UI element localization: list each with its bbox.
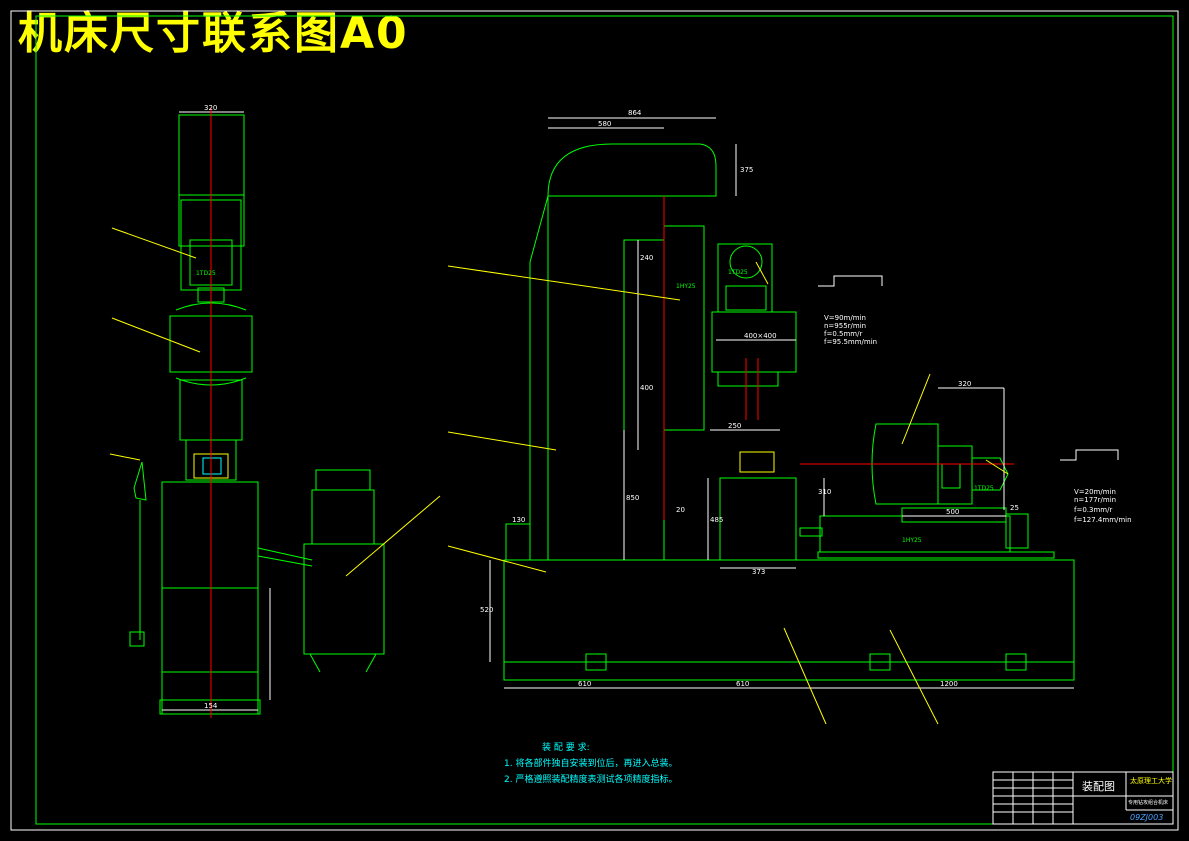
dim-base-1200: 1200 (940, 680, 958, 688)
outer-frame (10, 10, 1179, 831)
dim-base-610a: 610 (578, 680, 591, 688)
side-view (109, 108, 441, 718)
title-block-drawing-name: 装配图 (1082, 780, 1115, 793)
dim-base-520: 520 (480, 606, 493, 614)
title-block-school: 太原理工大学 (1130, 776, 1172, 785)
svg-text:V=90m/min: V=90m/min (824, 314, 866, 322)
svg-text:f=0.3mm/r: f=0.3mm/r (1074, 506, 1112, 514)
requirement-item-1: 1. 将各部件独自安装到位后，再进入总装。 (504, 759, 678, 769)
dim-right-310: 310 (818, 488, 831, 496)
dim-front-250: 250 (728, 422, 741, 430)
title-block-product: 专用钻攻组合机床 (1128, 799, 1168, 806)
svg-text:n=177r/min: n=177r/min (1074, 496, 1116, 504)
dim-front-485: 485 (710, 516, 723, 524)
front-view (447, 117, 1075, 725)
dim-front-850: 850 (626, 494, 639, 502)
dim-front-top-inner: 580 (598, 120, 611, 128)
dim-front-400x400: 400×400 (744, 332, 777, 340)
drawing-title: 机床尺寸联系图A0 (18, 8, 409, 59)
dim-right-25: 25 (1010, 504, 1019, 512)
cutting-params-2: V=20m/min n=177r/min f=0.3mm/r f=127.4mm… (1074, 488, 1132, 524)
title-block-drawing-no: 09ZJ003 (1130, 813, 1163, 822)
dim-right-500: 500 (946, 508, 959, 516)
dim-front-20: 20 (676, 506, 685, 514)
svg-text:f=127.4mm/min: f=127.4mm/min (1074, 516, 1132, 524)
dim-front-400: 400 (640, 384, 653, 392)
section-symbol-2 (1060, 449, 1119, 461)
requirement-item-2: 2. 严格遵照装配精度表测试各项精度指标。 (504, 775, 678, 785)
cutting-params-1: V=90m/min n=955r/min f=0.5mm/r f=95.5mm/… (824, 314, 877, 346)
dim-left-bottom: 154 (204, 702, 218, 710)
dim-front-373: 373 (752, 568, 765, 576)
svg-text:f=95.5mm/min: f=95.5mm/min (824, 338, 877, 346)
right-1td25-label: 1TD25 (974, 485, 994, 492)
dim-right-320: 320 (958, 380, 971, 388)
right-1hy25-label: 1HY25 (902, 537, 922, 544)
dim-front-top: 864 (628, 109, 642, 117)
dim-base-610b: 610 (736, 680, 749, 688)
svg-text:V=20m/min: V=20m/min (1074, 488, 1116, 496)
requirements-heading: 装 配 要 求: (542, 743, 590, 753)
side-1td25-label: 1TD25 (196, 270, 216, 277)
dim-front-130: 130 (512, 516, 525, 524)
right-unit (799, 373, 1055, 559)
front-1td25-label: 1TD25 (728, 269, 748, 276)
dim-left-top: 320 (204, 104, 217, 112)
inner-frame (35, 15, 1174, 825)
title-block (992, 771, 1174, 825)
dim-front-mid-v: 240 (640, 254, 653, 262)
svg-text:n=955r/min: n=955r/min (824, 322, 866, 330)
dim-front-right-v: 375 (740, 166, 753, 174)
assembly-requirements: 装 配 要 求: 1. 将各部件独自安装到位后，再进入总装。 2. 严格遵照装配… (504, 740, 677, 788)
svg-text:f=0.5mm/r: f=0.5mm/r (824, 330, 862, 338)
front-1hy25-label: 1HY25 (676, 283, 696, 290)
section-symbol-1 (818, 275, 883, 287)
